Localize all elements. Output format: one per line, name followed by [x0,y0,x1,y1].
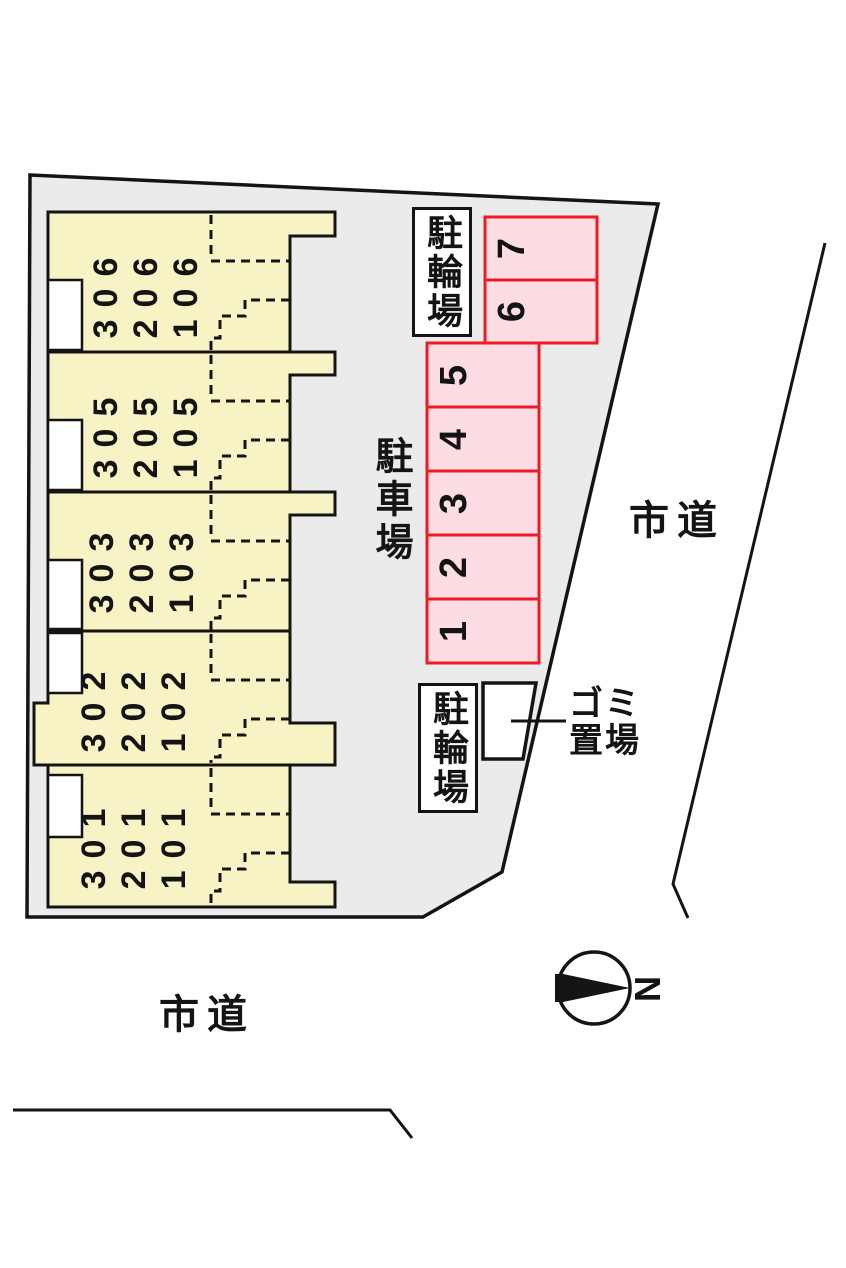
compass-north-label: N [627,976,668,1002]
parking-space-number-1: 1 [433,609,477,653]
unit-number: 206 [127,245,165,339]
parking-space-4 [425,405,541,473]
compass-needle-base [555,974,564,1002]
entrance-notch [46,418,84,492]
garbage-label-line2: 置場 [569,722,641,760]
parking-number-text: 7 [491,237,534,259]
compass-needle [563,974,630,1002]
unit-number: 306 [87,245,125,339]
parking-space-number-4: 4 [433,417,477,461]
balcony-dashed-lines [209,215,290,903]
parking-number-text: 4 [433,428,476,450]
road-label-right: 市道 [629,499,725,543]
entrance-notch [46,278,84,352]
parking-space-number-5: 5 [433,353,477,397]
bicycle-parking-box-bottom: 駐輪場 [418,683,478,813]
unit-number: 303 [83,520,121,614]
parking-number-text: 6 [491,300,534,322]
unit-number: 205 [127,385,165,479]
parking-number-text: 2 [433,556,476,578]
entrance-notch [46,558,84,631]
unit-number: 301 [75,796,113,890]
entrance-notch [46,631,84,695]
parking-spaces [425,215,599,665]
parking-space-number-7: 7 [491,226,535,270]
road-line-bottom [13,1108,414,1139]
unit-number: 203 [123,520,161,614]
unit-number: 302 [75,659,113,753]
unit-number: 202 [115,659,153,753]
road-label-bottom: 市道 [159,993,255,1037]
parking-space-6 [483,278,599,345]
unit-number: 102 [155,659,193,753]
unit-number: 201 [115,796,153,890]
unit-number: 305 [87,385,125,479]
parking-lot-label: 駐車場 [369,436,411,565]
parking-number-text: 3 [433,492,476,514]
garbage-area-label: ゴミ 置場 [569,686,641,760]
garbage-box [481,681,539,761]
garbage-label-line1: ゴミ [569,685,641,723]
parking-number-text: 1 [433,620,476,642]
unit-number: 106 [167,245,205,339]
entrance-notch [46,773,84,839]
parking-number-text: 5 [433,364,476,386]
parking-space-5 [425,341,541,409]
unit-number: 101 [155,796,193,890]
parking-space-3 [425,469,541,537]
unit-number: 103 [163,520,201,614]
unit-number: 105 [167,385,205,479]
parking-space-1 [425,597,541,665]
parking-space-number-3: 3 [433,481,477,525]
road-line-right [671,242,827,919]
bicycle-parking-box-top: 駐輪場 [412,207,472,337]
parking-space-number-2: 2 [433,545,477,589]
parking-space-number-6: 6 [491,289,535,333]
